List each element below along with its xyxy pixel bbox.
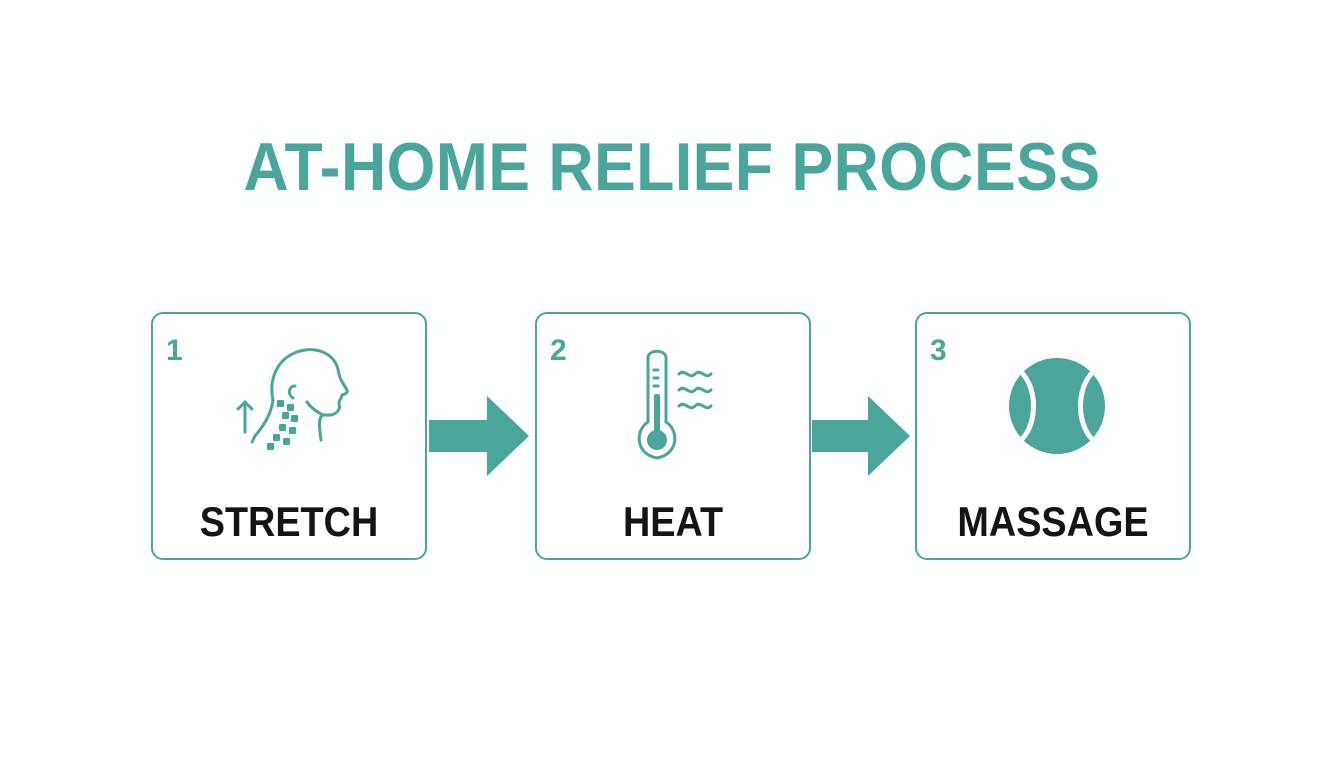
step-number: 3 <box>930 334 947 367</box>
arrow-right-icon <box>429 396 529 476</box>
step-card-heat: 2 HEAT <box>535 312 811 560</box>
step-card-massage: 3 MASSAGE <box>915 312 1191 560</box>
arrow-right-icon <box>812 396 910 476</box>
step-card-stretch: 1 STRETCH <box>151 312 427 560</box>
step-label: HEAT <box>622 498 724 545</box>
diagram-title: AT-HOME RELIEF PROCESS <box>243 129 1101 205</box>
neck-stretch-icon <box>236 348 349 450</box>
step-label: STRETCH <box>199 498 379 545</box>
thermometer-icon <box>637 349 713 460</box>
massage-ball-icon <box>1009 358 1105 454</box>
step-number: 1 <box>166 334 183 367</box>
step-number: 2 <box>550 334 567 367</box>
step-label: MASSAGE <box>957 498 1149 545</box>
